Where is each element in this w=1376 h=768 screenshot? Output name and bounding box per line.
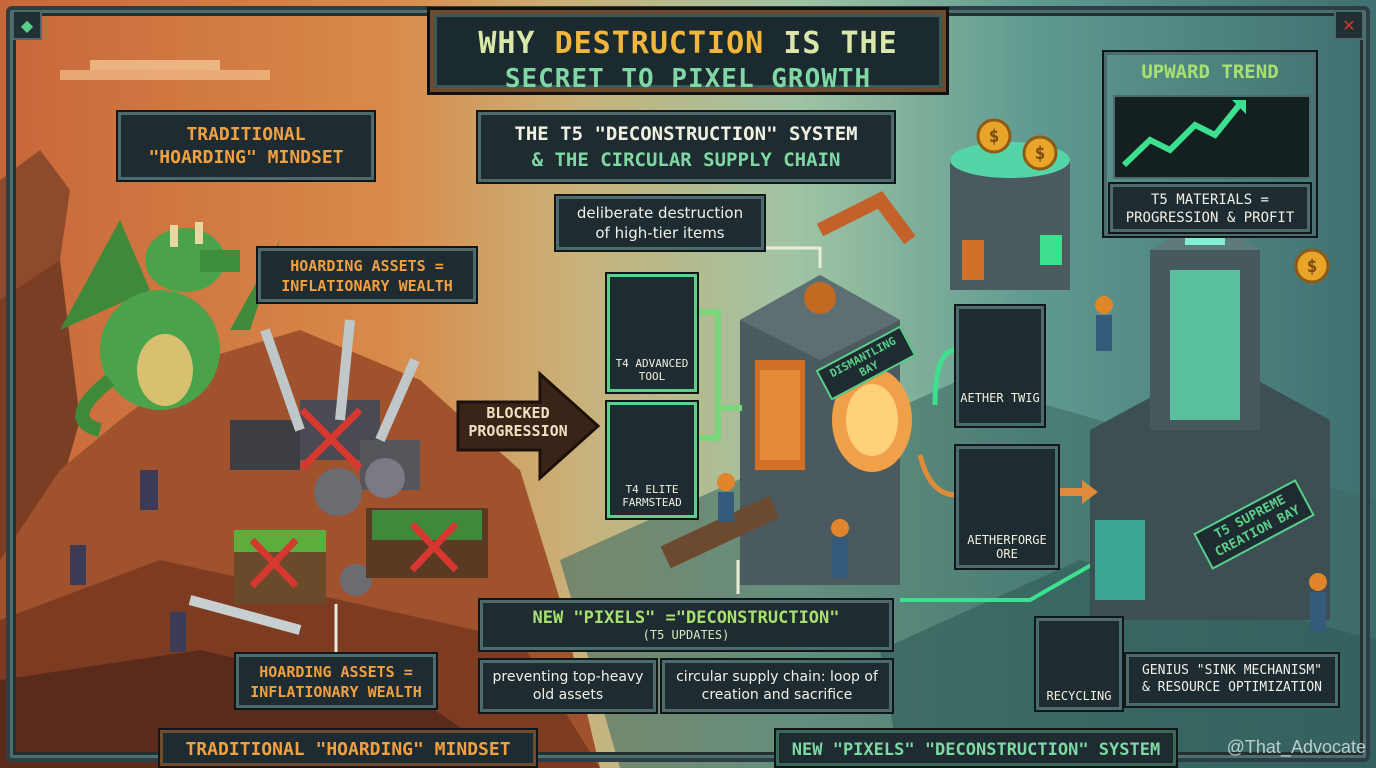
dragon-illustration — [60, 220, 280, 437]
footer-banner-left: TRADITIONAL "HOARDING" MINDSET — [160, 730, 536, 766]
svg-text:$: $ — [989, 126, 1000, 147]
deliberate-destruction-label: deliberate destruction of high-tier item… — [556, 196, 764, 250]
system-title-line-2: & THE CIRCULAR SUPPLY CHAIN — [531, 149, 841, 171]
title-line-1: WHY DESTRUCTION IS THE — [434, 26, 942, 61]
supreme-bay-tower — [1090, 220, 1330, 620]
circular-supply-label: circular supply chain: loop of creation … — [662, 660, 892, 712]
hoarding-assets-label-top: HOARDING ASSETS = INFLATIONARY WEALTH — [258, 248, 476, 302]
t4-advanced-tool-card[interactable]: T4 ADVANCED TOOL — [607, 274, 697, 392]
system-title: THE T5 "DECONSTRUCTION" SYSTEM & THE CIR… — [478, 112, 894, 182]
t5-materials-label: T5 MATERIALS = PROGRESSION & PROFIT — [1110, 184, 1310, 232]
t4-farm-label: T4 ELITE FARMSTEAD — [622, 483, 682, 510]
aetherforge-ore-label: AETHERFORGE ORE — [967, 533, 1047, 562]
watermark: @That_Advocate — [1226, 737, 1366, 757]
aetherforge-ore-card[interactable]: AETHERFORGE ORE — [956, 446, 1058, 568]
preventing-label: preventing top-heavy old assets — [480, 660, 656, 712]
svg-text:$: $ — [1307, 256, 1318, 277]
title-word-destruction: DESTRUCTION — [554, 26, 765, 61]
aether-twig-card[interactable]: AETHER TWIG — [956, 306, 1044, 426]
recycling-card[interactable]: RECYCLING — [1036, 618, 1122, 710]
cross-marks — [249, 407, 459, 589]
diamond-icon[interactable]: ◆ — [12, 10, 42, 40]
t4-tool-label: T4 ADVANCED TOOL — [615, 357, 689, 384]
t4-elite-farmstead-card[interactable]: T4 ELITE FARMSTEAD — [607, 402, 697, 518]
footer-banner-right: NEW "PIXELS" "DECONSTRUCTION" SYSTEM — [776, 730, 1176, 766]
upward-trend-chart — [1113, 95, 1311, 179]
blocked-progression-label: BLOCKED PROGRESSION — [468, 404, 568, 440]
new-pixels-line-1: NEW "PIXELS" ="DECONSTRUCTION" — [532, 608, 840, 628]
recycling-label: RECYCLING — [1046, 689, 1112, 703]
upward-trend-panel: UPWARD TREND — [1104, 52, 1316, 236]
svg-text:$: $ — [1035, 143, 1046, 164]
genius-sink-label: GENIUS "SINK MECHANISM" & RESOURCE OPTIM… — [1126, 654, 1338, 706]
title-banner: WHY DESTRUCTION IS THE SECRET TO PIXEL G… — [430, 10, 946, 94]
mindset-title: TRADITIONAL "HOARDING" MINDSET — [118, 112, 374, 180]
title-word-why: WHY — [478, 26, 536, 61]
close-icon[interactable]: ✕ — [1334, 10, 1364, 40]
system-title-line-1: THE T5 "DECONSTRUCTION" SYSTEM — [514, 123, 858, 145]
title-line-2: SECRET TO PIXEL GROWTH — [504, 64, 872, 94]
blocked-arrow — [456, 370, 601, 482]
new-pixels-line-2: (T5 UPDATES) — [642, 628, 730, 642]
upward-trend-title: UPWARD TREND — [1141, 61, 1279, 83]
aether-twig-label: AETHER TWIG — [960, 391, 1040, 405]
hoarding-assets-label-bottom: HOARDING ASSETS = INFLATIONARY WEALTH — [236, 654, 436, 708]
new-pixels-panel: NEW "PIXELS" ="DECONSTRUCTION" (T5 UPDAT… — [480, 600, 892, 650]
title-word-is-the: IS THE — [783, 26, 898, 61]
